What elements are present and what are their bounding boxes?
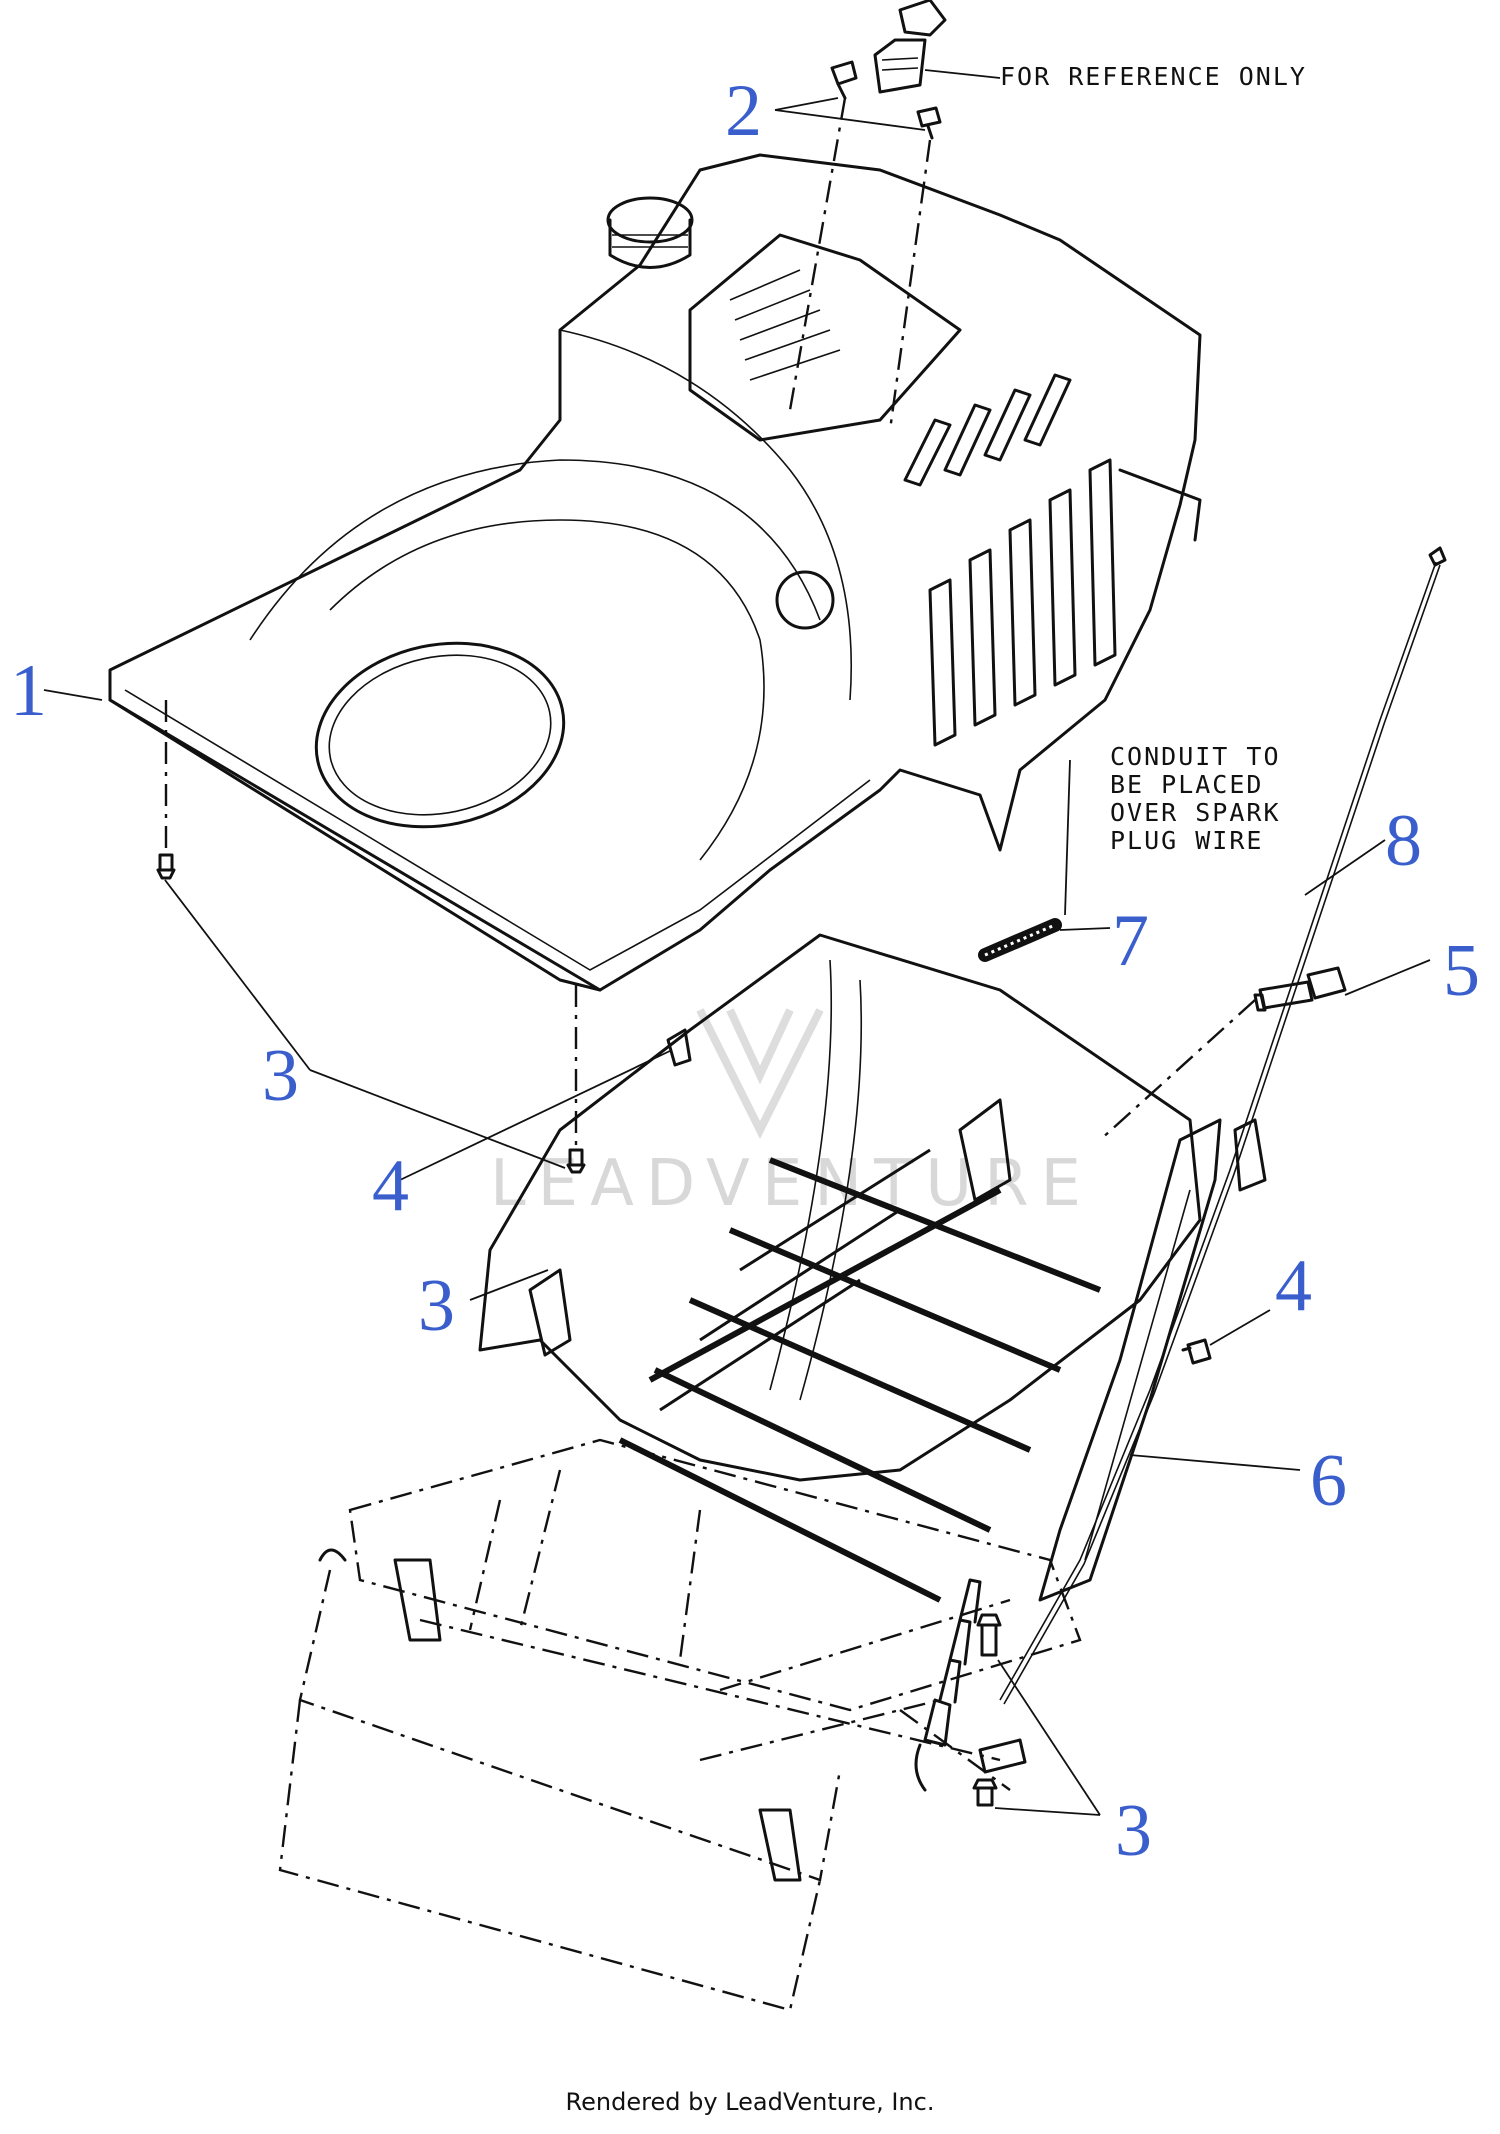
- svg-text:PLUG WIRE: PLUG WIRE: [1110, 826, 1263, 855]
- callout-3-upper-left: 3: [262, 1035, 299, 1117]
- callout-3-middle: 3: [418, 1265, 455, 1347]
- footer-credit: Rendered by LeadVenture, Inc.: [565, 2088, 935, 2116]
- svg-text:OVER SPARK: OVER SPARK: [1110, 798, 1281, 827]
- spring: [914, 1578, 982, 1792]
- screw-3-lower-a: [976, 1613, 1002, 1657]
- screw-3-lower-b: [972, 1778, 998, 1807]
- callout-1: 1: [10, 650, 47, 732]
- watermark-text: LEADVENTURE: [490, 1147, 1093, 1221]
- conduit-note: CONDUIT TO BE PLACED OVER SPARK PLUG WIR…: [1110, 742, 1281, 855]
- callout-6: 6: [1310, 1440, 1347, 1522]
- upper-shroud: [108, 153, 1202, 992]
- control-cable: [999, 546, 1447, 1705]
- conduit: [978, 918, 1062, 962]
- callout-3-lower-right: 3: [1115, 1790, 1152, 1872]
- connector-4-left: [666, 1028, 692, 1067]
- callout-4-left: 4: [372, 1145, 409, 1227]
- reference-note: FOR REFERENCE ONLY: [1000, 62, 1307, 91]
- screw-4-right: [1181, 1338, 1212, 1365]
- key-reference-part: FOR REFERENCE ONLY: [873, 0, 1307, 94]
- watermark-logo: [696, 1008, 824, 1139]
- screw-3-center: [566, 1148, 586, 1174]
- wire-connector: [1253, 966, 1347, 1012]
- callout-5: 5: [1443, 930, 1480, 1012]
- lower-housing: [478, 933, 1202, 1603]
- callout-7: 7: [1112, 900, 1149, 982]
- lower-frame: [278, 1438, 1082, 2012]
- callout-2: 2: [725, 70, 762, 152]
- callout-8: 8: [1385, 800, 1422, 882]
- side-bracket: [1038, 1118, 1222, 1602]
- handle-post: [1233, 1118, 1267, 1192]
- screw-3-left: [156, 853, 176, 880]
- svg-text:BE PLACED: BE PLACED: [1110, 770, 1263, 799]
- callout-4-right: 4: [1275, 1245, 1312, 1327]
- screw-2-right: [916, 106, 942, 140]
- screw-2-left: [830, 60, 858, 100]
- svg-text:CONDUIT TO: CONDUIT TO: [1110, 742, 1281, 771]
